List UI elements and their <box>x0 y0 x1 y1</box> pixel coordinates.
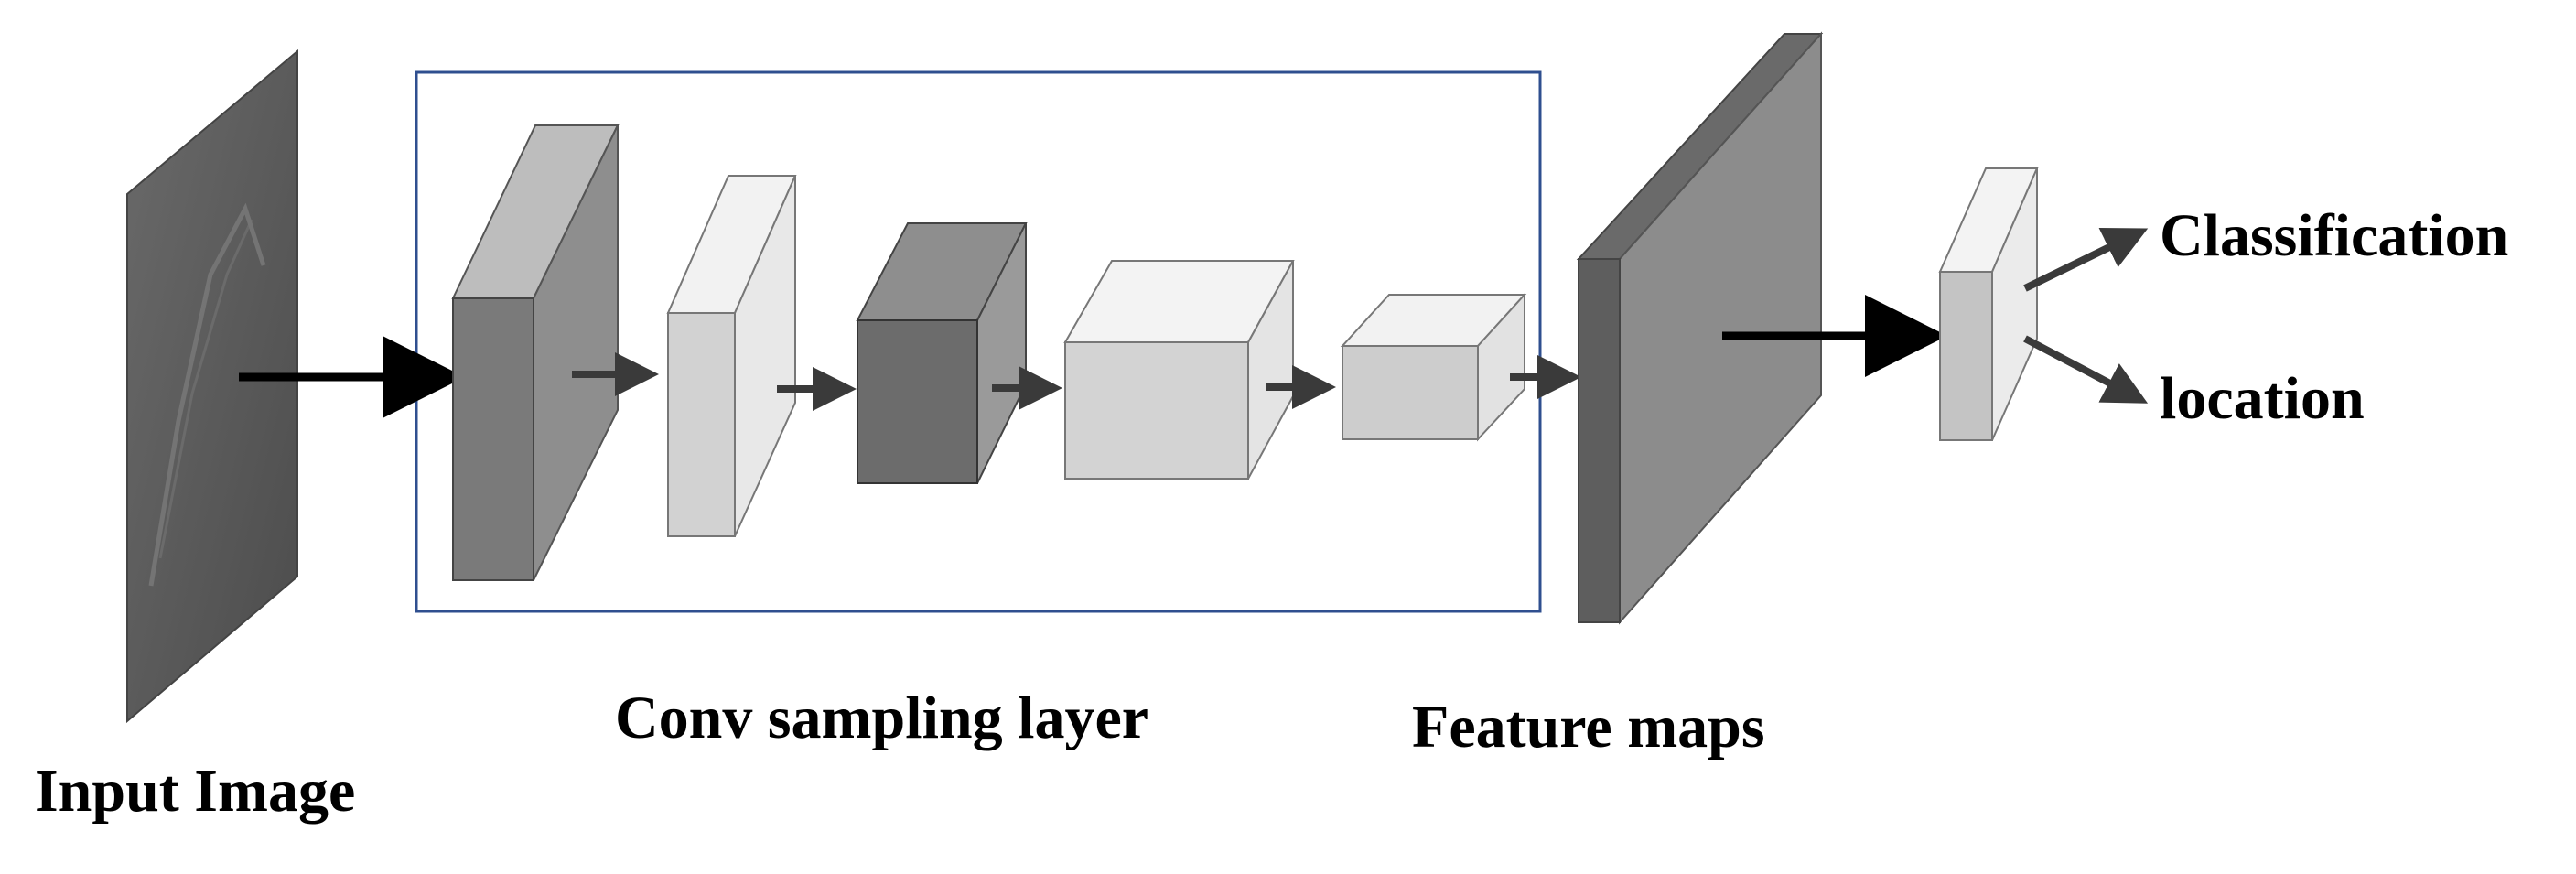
arrow-to-classification <box>2023 227 2149 292</box>
feature-maps-label: Feature maps <box>1412 694 1765 761</box>
conv-layer-label: Conv sampling layer <box>615 685 1149 751</box>
conv-block-2 <box>666 175 797 537</box>
output-head-block-icon <box>1938 167 2039 441</box>
conv-block-3 <box>856 222 1028 484</box>
input-image-label: Input Image <box>35 758 356 825</box>
conv-block-4 <box>1063 260 1295 480</box>
input-image-plane-icon <box>126 49 298 724</box>
conv-block-1 <box>451 124 620 581</box>
conv-block-5 <box>1340 292 1527 442</box>
classification-label: Classification <box>2160 202 2509 269</box>
location-label: location <box>2160 365 2365 432</box>
arrow-to-location <box>2023 335 2149 404</box>
feature-map-slab-icon <box>1576 31 1824 625</box>
